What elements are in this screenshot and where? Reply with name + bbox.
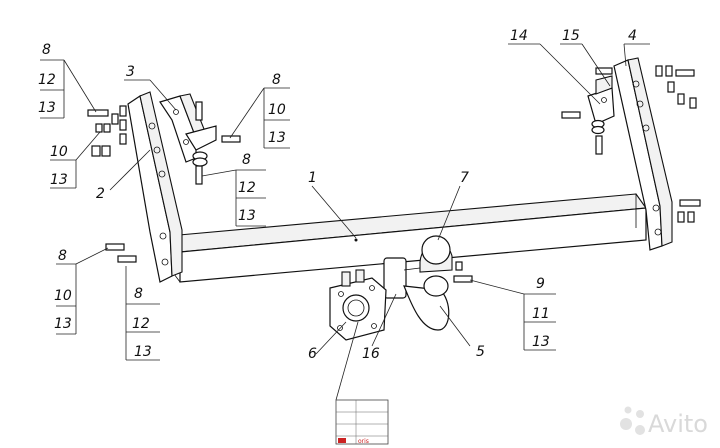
callout-12-top-left: 12 — [38, 72, 56, 88]
callout-15: 15 — [562, 28, 580, 44]
callout-10-lower-left: 10 — [54, 288, 72, 304]
callout-13-center: 13 — [238, 208, 256, 224]
fasteners — [87, 65, 701, 283]
callout-10-left: 10 — [50, 144, 68, 160]
watermark: Avito — [620, 406, 708, 438]
callout-13-lower: 13 — [134, 344, 152, 360]
callout-labels: 8 12 13 10 13 2 3 8 10 13 8 12 13 1 7 8 … — [38, 28, 637, 362]
watermark-text: Avito — [648, 410, 708, 438]
callout-13-left: 13 — [50, 172, 68, 188]
callout-13-lower-left: 13 — [54, 316, 72, 332]
callout-4: 4 — [628, 28, 637, 44]
title-block-brand: oris — [358, 438, 369, 445]
tow-ball — [383, 235, 453, 331]
callout-6: 6 — [308, 346, 317, 362]
callout-13-right: 13 — [532, 334, 550, 350]
callout-8-lower-left: 8 — [58, 248, 67, 264]
callout-5: 5 — [476, 344, 485, 360]
callout-13-middle: 13 — [268, 130, 286, 146]
left-angle-bracket — [159, 93, 217, 163]
socket-plate — [329, 269, 387, 341]
right-side-bracket — [613, 57, 673, 251]
callout-2: 2 — [96, 186, 105, 202]
avito-dots-icon — [620, 406, 645, 435]
title-block: oris — [335, 399, 389, 445]
callout-12-lower: 12 — [132, 316, 150, 332]
callout-13-top-left: 13 — [38, 100, 56, 116]
callout-3: 3 — [126, 64, 135, 80]
callout-8-middle: 8 — [272, 72, 281, 88]
callout-10-middle: 10 — [268, 102, 286, 118]
callout-8-center: 8 — [242, 152, 251, 168]
callout-9: 9 — [536, 276, 545, 292]
callout-8-lower: 8 — [134, 286, 143, 302]
callout-12-center: 12 — [238, 180, 256, 196]
callout-1: 1 — [308, 170, 317, 186]
right-angle-bracket — [587, 75, 615, 125]
left-side-bracket — [127, 91, 183, 283]
callout-11: 11 — [532, 306, 550, 322]
callout-7: 7 — [460, 170, 469, 186]
callout-14: 14 — [510, 28, 528, 44]
callout-8-top-left: 8 — [42, 42, 51, 58]
leader-lines — [40, 43, 650, 401]
callout-16: 16 — [362, 346, 380, 362]
